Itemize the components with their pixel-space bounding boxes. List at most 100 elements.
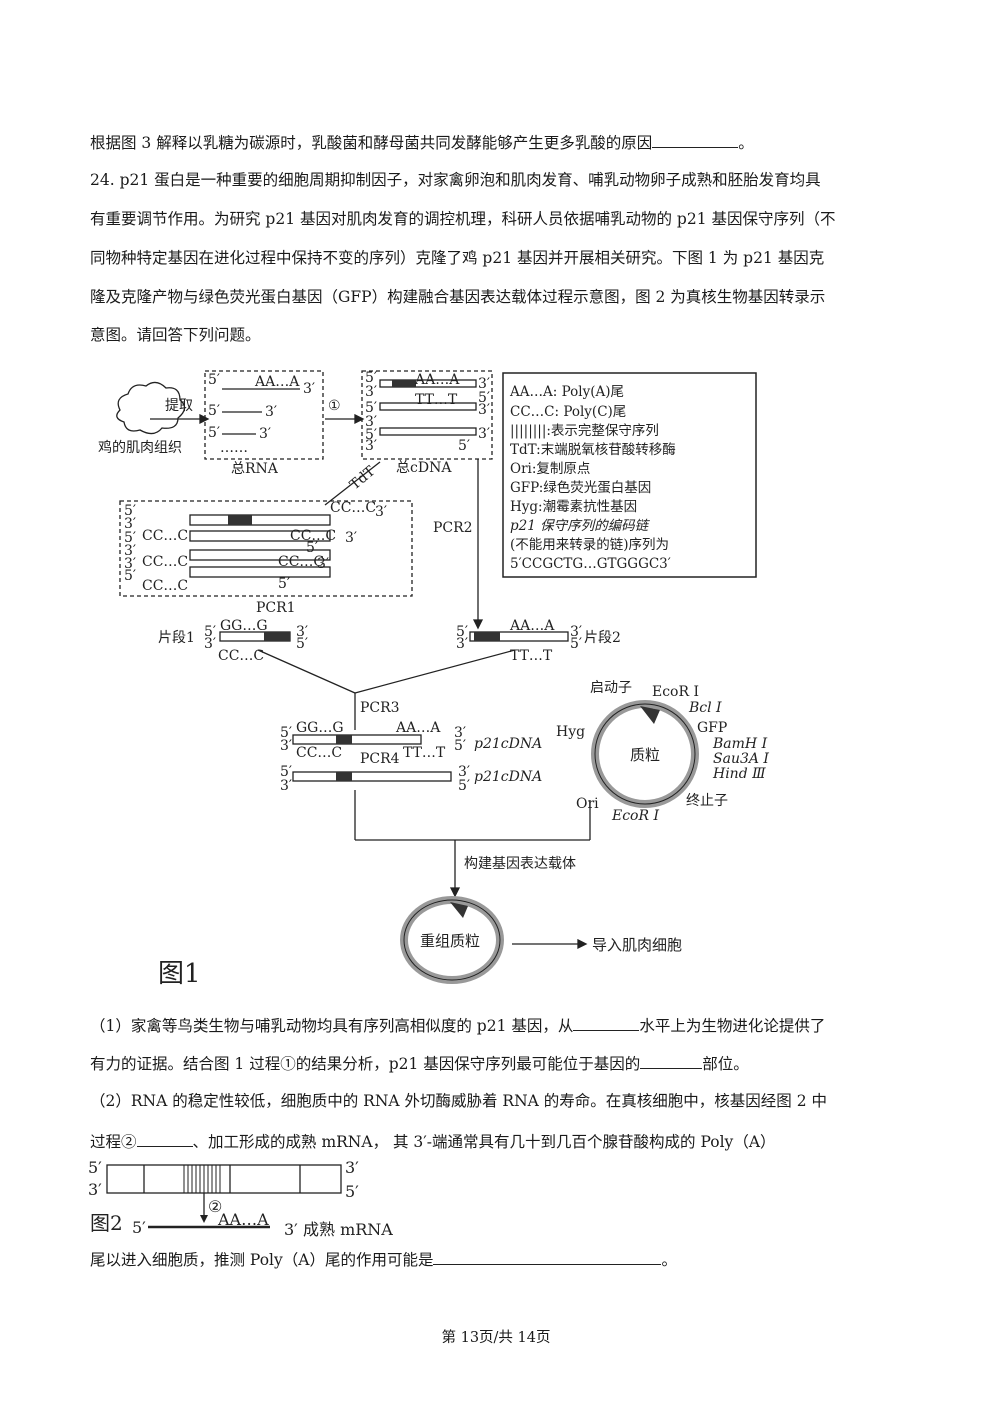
answer-blank[interactable]	[640, 1052, 702, 1069]
label-p21cdna: p21cDNA	[474, 736, 542, 752]
sub-question-1-line1: （1）家禽等鸟类生物与哺乳动物均具有序列高相似度的 p21 基因，从 水平上为生物…	[90, 1014, 910, 1036]
svg-text:5′: 5′	[458, 778, 470, 794]
svg-text:3′: 3′	[345, 1158, 359, 1177]
legend-item: GFP:绿色荧光蛋白基因	[510, 479, 651, 496]
label-pcr3: PCR3	[360, 700, 400, 716]
figure-2-title: 图2	[90, 1211, 123, 1235]
label-ecori-bottom: EcoR Ⅰ	[611, 808, 659, 824]
svg-text:TT…T: TT…T	[403, 745, 446, 761]
svg-text:3′: 3′	[317, 556, 329, 572]
svg-text:CC…C: CC…C	[142, 554, 188, 570]
svg-text:3′: 3′	[365, 384, 377, 400]
text: 、加工形成的成熟 mRNA， 其 3′-端通常具有几十到几百个腺苷酸构成的 Po…	[193, 1133, 776, 1151]
legend-item: TdT:末端脱氧核苷酸转移酶	[510, 442, 676, 458]
label-build-vector: 构建基因表达载体	[464, 855, 576, 872]
label-sau3ai: Sau3A Ⅰ	[713, 751, 769, 767]
svg-text:3′: 3′	[204, 636, 216, 652]
svg-text:GG…G: GG…G	[220, 618, 268, 634]
sub-question-2-line1: （2）RNA 的稳定性较低，细胞质中的 RNA 外切酶威胁着 RNA 的寿命。在…	[90, 1091, 910, 1111]
sub-question-1-line2: 有力的证据。结合图 1 过程①的结果分析，p21 基因保守序列最可能位于基因的部…	[90, 1052, 910, 1074]
svg-text:5′: 5′	[208, 425, 220, 441]
svg-text:CC…C: CC…C	[142, 578, 188, 594]
text: 部位。	[702, 1055, 749, 1073]
svg-text:3′: 3′	[456, 636, 468, 652]
answer-blank[interactable]	[137, 1130, 193, 1147]
label-bamhi: BamH Ⅰ	[712, 736, 768, 752]
gene-box	[107, 1165, 341, 1193]
label-extract: 提取	[165, 398, 193, 414]
label-pcr2: PCR2	[433, 520, 473, 536]
svg-text:3′: 3′	[365, 438, 377, 454]
label-tdt: TdT	[347, 463, 379, 493]
svg-text:3′: 3′	[345, 530, 357, 546]
label-promoter: 启动子	[590, 680, 632, 696]
label-ecori-top: EcoR Ⅰ	[652, 684, 699, 700]
label-pcr4: PCR4	[360, 751, 400, 767]
svg-text:5′: 5′	[208, 372, 220, 388]
label-fragment-2: 片段2	[584, 630, 621, 646]
svg-text:TT…T: TT…T	[415, 392, 458, 408]
figure-1: 提取 鸡的肌肉组织 5′ AA…A 3′ 5′ 3′ 5′ 3′ …… 总RNA…	[0, 0, 992, 1000]
answer-blank[interactable]	[433, 1248, 661, 1265]
label-poly-a: AA…A	[217, 1210, 269, 1229]
label-bcli: Bcl Ⅰ	[688, 700, 722, 716]
svg-text:3′: 3′	[280, 738, 292, 754]
svg-text:3′: 3′	[88, 1180, 102, 1199]
svg-text:AA…A: AA…A	[254, 374, 300, 390]
figure-2: 5′ 3′ 3′ 5′ ② AA…A 5′ 3′ 成熟 mRNA 图2	[0, 1155, 992, 1245]
svg-text:5′: 5′	[454, 738, 466, 754]
label-mature-mrna: 成熟 mRNA	[303, 1220, 393, 1239]
text: 过程②	[90, 1133, 137, 1151]
text: 尾以进入细胞质，推测 Poly（A）尾的作用可能是	[90, 1251, 433, 1269]
legend-item: CC…C: Poly(C)尾	[510, 404, 626, 420]
svg-text:3′: 3′	[259, 426, 271, 442]
label-import-cells: 导入肌肉细胞	[592, 936, 682, 954]
legend-item: p21 保守序列的编码链	[510, 518, 651, 534]
text: （1）家禽等鸟类生物与哺乳动物均具有序列高相似度的 p21 基因，从	[90, 1017, 573, 1035]
label-hindiii: Hind Ⅲ	[712, 766, 766, 782]
svg-text:……: ……	[220, 440, 248, 456]
label-p21cdna-2: p21cDNA	[474, 769, 542, 785]
figure-1-title: 图1	[158, 959, 201, 989]
label-recombinant-plasmid: 重组质粒	[420, 932, 480, 950]
legend-item: AA…A: Poly(A)尾	[509, 384, 624, 400]
label-step-1: ①	[328, 398, 341, 414]
label-ori: Ori	[576, 796, 599, 812]
svg-text:3′: 3′	[375, 504, 387, 520]
label-tissue: 鸡的肌肉组织	[98, 439, 182, 456]
svg-text:3′: 3′	[478, 402, 490, 418]
svg-text:3′: 3′	[478, 426, 490, 442]
text: 水平上为生物进化论提供了	[639, 1017, 825, 1035]
svg-text:5′: 5′	[296, 636, 308, 652]
svg-text:GG…G: GG…G	[296, 720, 344, 736]
svg-text:CC…C: CC…C	[330, 500, 376, 516]
svg-text:AA…A: AA…A	[395, 720, 441, 736]
svg-text:5′: 5′	[458, 438, 470, 454]
svg-text:CC…C: CC…C	[218, 648, 264, 664]
conserved-sequence-mark	[392, 380, 416, 387]
svg-text:3′: 3′	[284, 1220, 298, 1239]
svg-text:5′: 5′	[208, 403, 220, 419]
svg-text:5′: 5′	[278, 576, 290, 592]
svg-text:5′: 5′	[88, 1158, 102, 1177]
label-pcr1: PCR1	[256, 600, 296, 616]
legend-item: Ori:复制原点	[510, 460, 590, 477]
svg-text:AA…A: AA…A	[509, 618, 555, 634]
svg-text:5′: 5′	[570, 636, 582, 652]
label-total-rna: 总RNA	[231, 461, 279, 477]
svg-text:AA…A: AA…A	[414, 372, 460, 388]
sub-question-2-line3: 尾以进入细胞质，推测 Poly（A）尾的作用可能是。	[90, 1248, 910, 1270]
svg-text:3′: 3′	[265, 404, 277, 420]
svg-text:3′: 3′	[303, 381, 315, 397]
svg-text:3′: 3′	[280, 778, 292, 794]
label-gfp: GFP	[697, 720, 727, 736]
sub-question-2-line2: 过程② 、加工形成的成熟 mRNA， 其 3′-端通常具有几十到几百个腺苷酸构成的…	[90, 1130, 910, 1152]
svg-text:TT…T: TT…T	[510, 648, 553, 664]
label-plasmid: 质粒	[630, 746, 660, 764]
svg-text:5′: 5′	[345, 1182, 359, 1201]
label-total-cdna: 总cDNA	[396, 460, 452, 476]
svg-text:CC…C: CC…C	[142, 528, 188, 544]
legend-item: ||||||||:表示完整保守序列	[510, 423, 659, 439]
legend-item: 5′CCGCTG…GTGGGC3′	[510, 556, 671, 572]
answer-blank[interactable]	[573, 1014, 639, 1031]
